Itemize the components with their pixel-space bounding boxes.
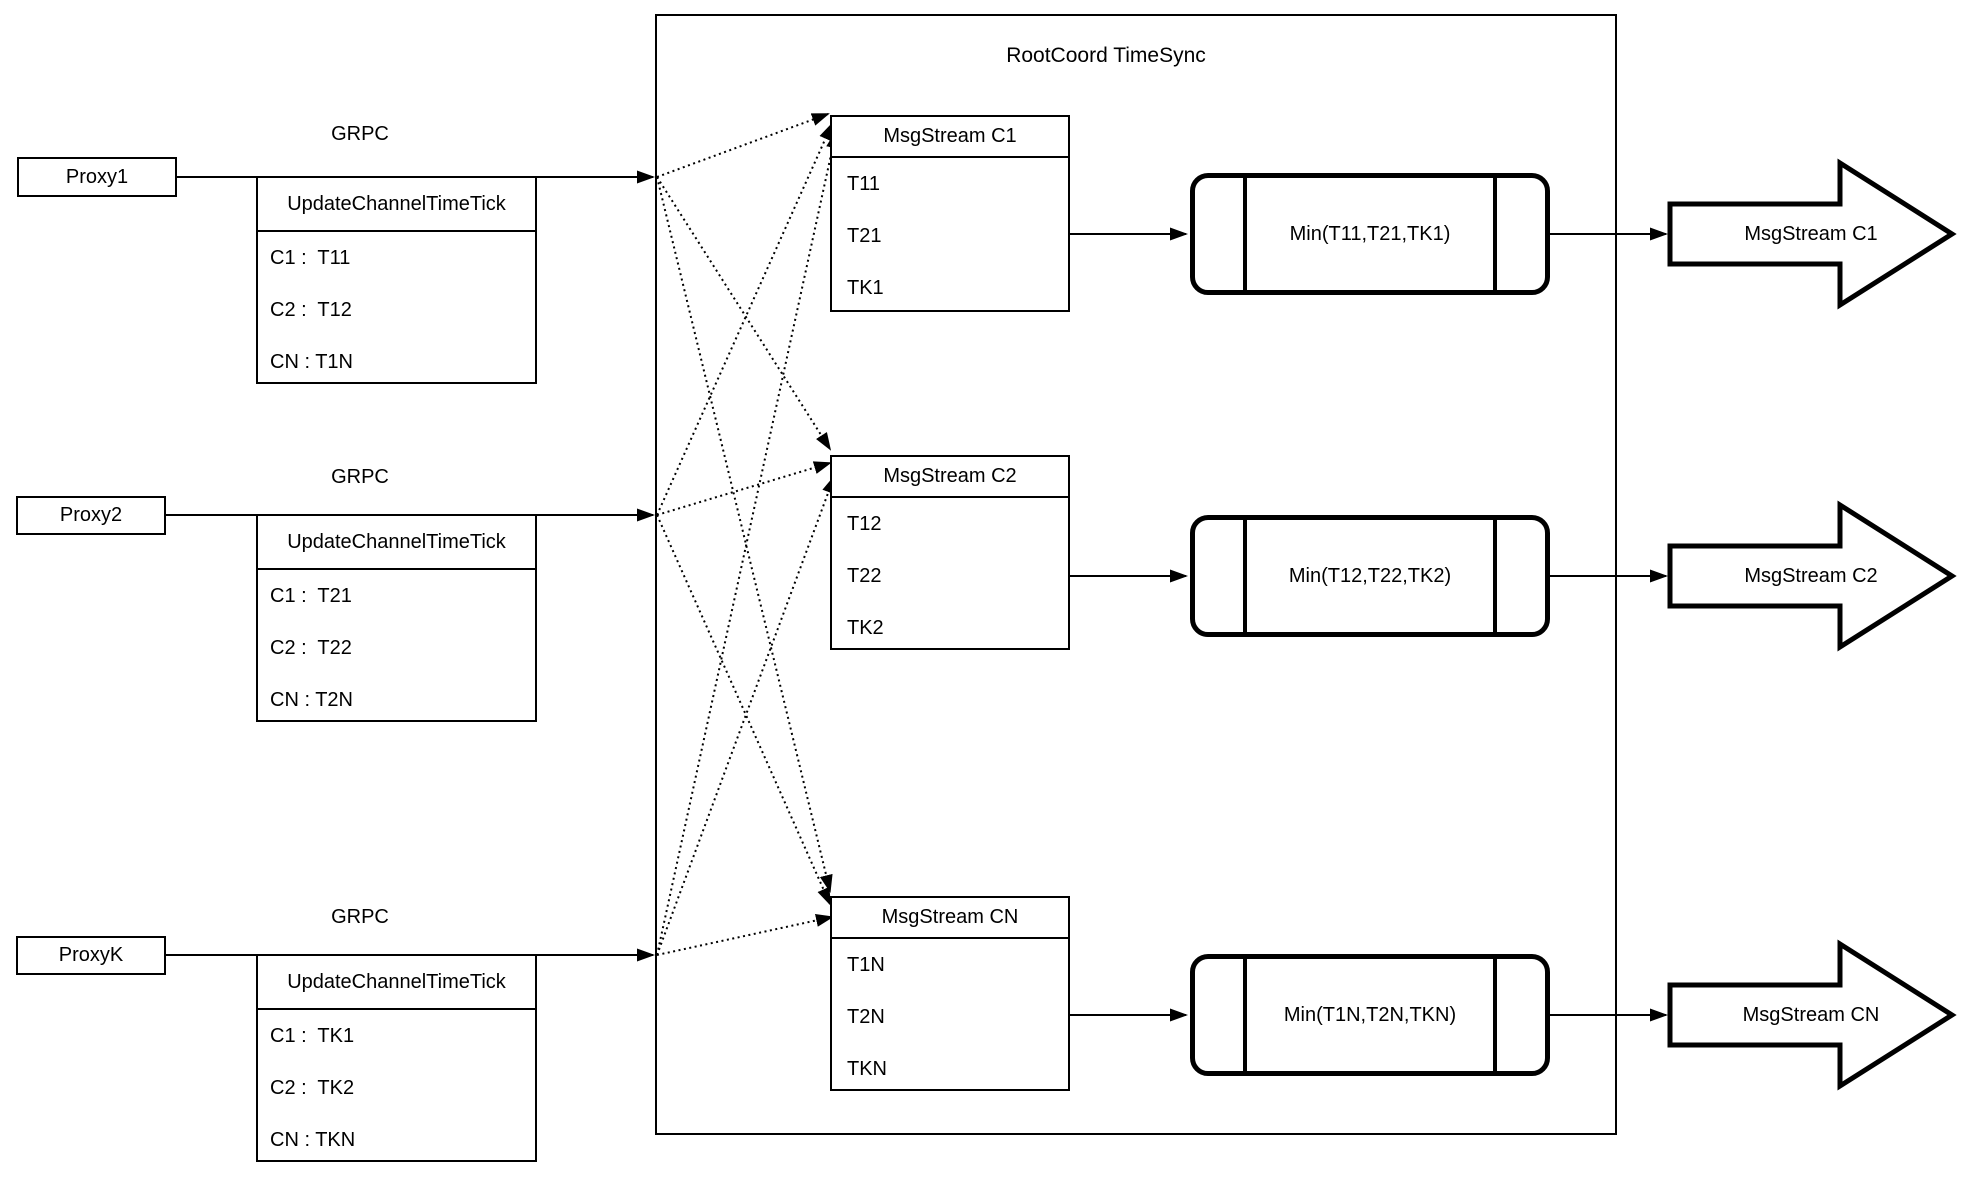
table-header: UpdateChannelTimeTick: [258, 956, 535, 1010]
table-row: C2 : TK2: [270, 1076, 355, 1099]
fanout-dotted-lines: [656, 113, 839, 956]
proxy-label-2: Proxy2: [59, 504, 123, 526]
grpc-label-2: GRPC: [331, 466, 389, 488]
min-label: Min(T11,T21,TK1): [1289, 222, 1451, 245]
pill-divider: [1493, 520, 1497, 632]
grpc-label-1: GRPC: [331, 123, 389, 145]
pill-divider: [1493, 178, 1497, 290]
update-channel-timetick-table-3: UpdateChannelTimeTick C1 : TK1 C2 : TK2 …: [256, 954, 537, 1162]
pill-divider: [1493, 959, 1497, 1071]
msgstream-value: T11: [847, 172, 880, 195]
output-arrow-label-row2: MsgStream C2: [1744, 565, 1878, 587]
msgstream-title: MsgStream C2: [832, 457, 1068, 498]
msgstream-value: TK1: [847, 276, 884, 299]
update-channel-timetick-table-2: UpdateChannelTimeTick C1 : T21 C2 : T22 …: [256, 514, 537, 722]
fanout-r3-cn: [656, 914, 834, 956]
msgstream-value: T1N: [847, 953, 885, 976]
fanout-r1-cn: [656, 176, 833, 893]
min-node-row3: Min(T1N,T2N,TKN): [1190, 954, 1550, 1076]
output-arrow-label-row3: MsgStream CN: [1742, 1004, 1880, 1026]
pill-divider: [1243, 178, 1247, 290]
output-arrow-shape-row3: [1667, 939, 1957, 1091]
msgstream-value: TK2: [847, 616, 884, 639]
fanout-r3-c2: [656, 475, 835, 956]
proxy-box-2: Proxy2: [16, 496, 166, 535]
grpc-label-3: GRPC: [331, 906, 389, 928]
output-arrow-shape-row1: [1667, 158, 1957, 310]
msgstream-box-c2: MsgStream C2 T12 T22 TK2: [830, 455, 1070, 650]
table-row: C1 : T11: [270, 246, 351, 269]
output-arrow-label-row1: MsgStream C1: [1744, 223, 1878, 245]
output-arrow-shape-row2: [1667, 500, 1957, 652]
table-header: UpdateChannelTimeTick: [258, 178, 535, 232]
rootcoord-timesync-box: [655, 14, 1617, 1135]
msgstream-value: T2N: [847, 1005, 885, 1028]
min-node-row2: Min(T12,T22,TK2): [1190, 515, 1550, 637]
proxy-box-1: Proxy1: [17, 157, 177, 197]
msgstream-value: T22: [847, 564, 882, 587]
table-row: C1 : TK1: [270, 1024, 355, 1047]
proxy-box-k: ProxyK: [16, 936, 166, 975]
rootcoord-timesync-title: RootCoord TimeSync: [1006, 44, 1206, 67]
msgstream-title: MsgStream C1: [832, 117, 1068, 158]
fanout-r1-c2: [656, 176, 832, 451]
table-row: CN : TKN: [270, 1128, 356, 1151]
msgstream-value: TKN: [847, 1057, 887, 1080]
msgstream-value: T21: [847, 224, 882, 247]
table-row: CN : T2N: [270, 688, 353, 711]
table-row: C1 : T21: [270, 584, 352, 607]
update-channel-timetick-table-1: UpdateChannelTimeTick C1 : T11 C2 : T12 …: [256, 176, 537, 384]
pill-divider: [1243, 520, 1247, 632]
min-label: Min(T1N,T2N,TKN): [1283, 1003, 1457, 1026]
msgstream-title: MsgStream CN: [832, 898, 1068, 939]
table-row: CN : T1N: [270, 350, 353, 373]
pill-divider: [1243, 959, 1247, 1071]
msgstream-box-cn: MsgStream CN T1N T2N TKN: [830, 896, 1070, 1091]
table-header: UpdateChannelTimeTick: [258, 516, 535, 570]
proxy-label-k: ProxyK: [58, 944, 124, 966]
min-label: Min(T12,T22,TK2): [1288, 564, 1452, 587]
proxy-label-1: Proxy1: [65, 165, 129, 188]
msgstream-box-c1: MsgStream C1 T11 T21 TK1: [830, 115, 1070, 312]
min-node-row1: Min(T11,T21,TK1): [1190, 173, 1550, 295]
table-row: C2 : T12: [270, 298, 352, 321]
table-row: C2 : T22: [270, 636, 352, 659]
msgstream-value: T12: [847, 512, 882, 535]
